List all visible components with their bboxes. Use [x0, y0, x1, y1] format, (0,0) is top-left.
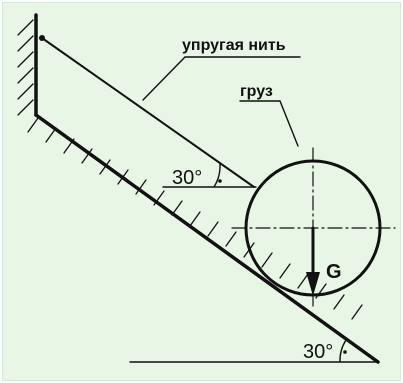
- incline-hatching: [27, 117, 363, 320]
- angle-dot-top: [218, 179, 222, 183]
- angle-label-bottom: 30°: [303, 341, 333, 363]
- elastic-string: [41, 37, 255, 188]
- wall-hatching: [17, 19, 34, 116]
- angle-arc-bottom: [339, 339, 347, 363]
- load-label: груз: [240, 83, 273, 100]
- string-anchor-point: [39, 35, 45, 41]
- string-leader-line: [142, 56, 301, 101]
- angle-dot-bottom: [343, 350, 347, 354]
- inclined-plane: [34, 113, 380, 364]
- load-leader-line: [239, 100, 299, 147]
- string-label: упругая нить: [182, 37, 286, 54]
- diagram-frame: [2, 2, 401, 381]
- weight-label: G: [326, 261, 342, 283]
- angle-arc-top: [213, 163, 221, 188]
- weight-arrow-head: [306, 272, 320, 296]
- angle-label-top: 30°: [172, 167, 202, 189]
